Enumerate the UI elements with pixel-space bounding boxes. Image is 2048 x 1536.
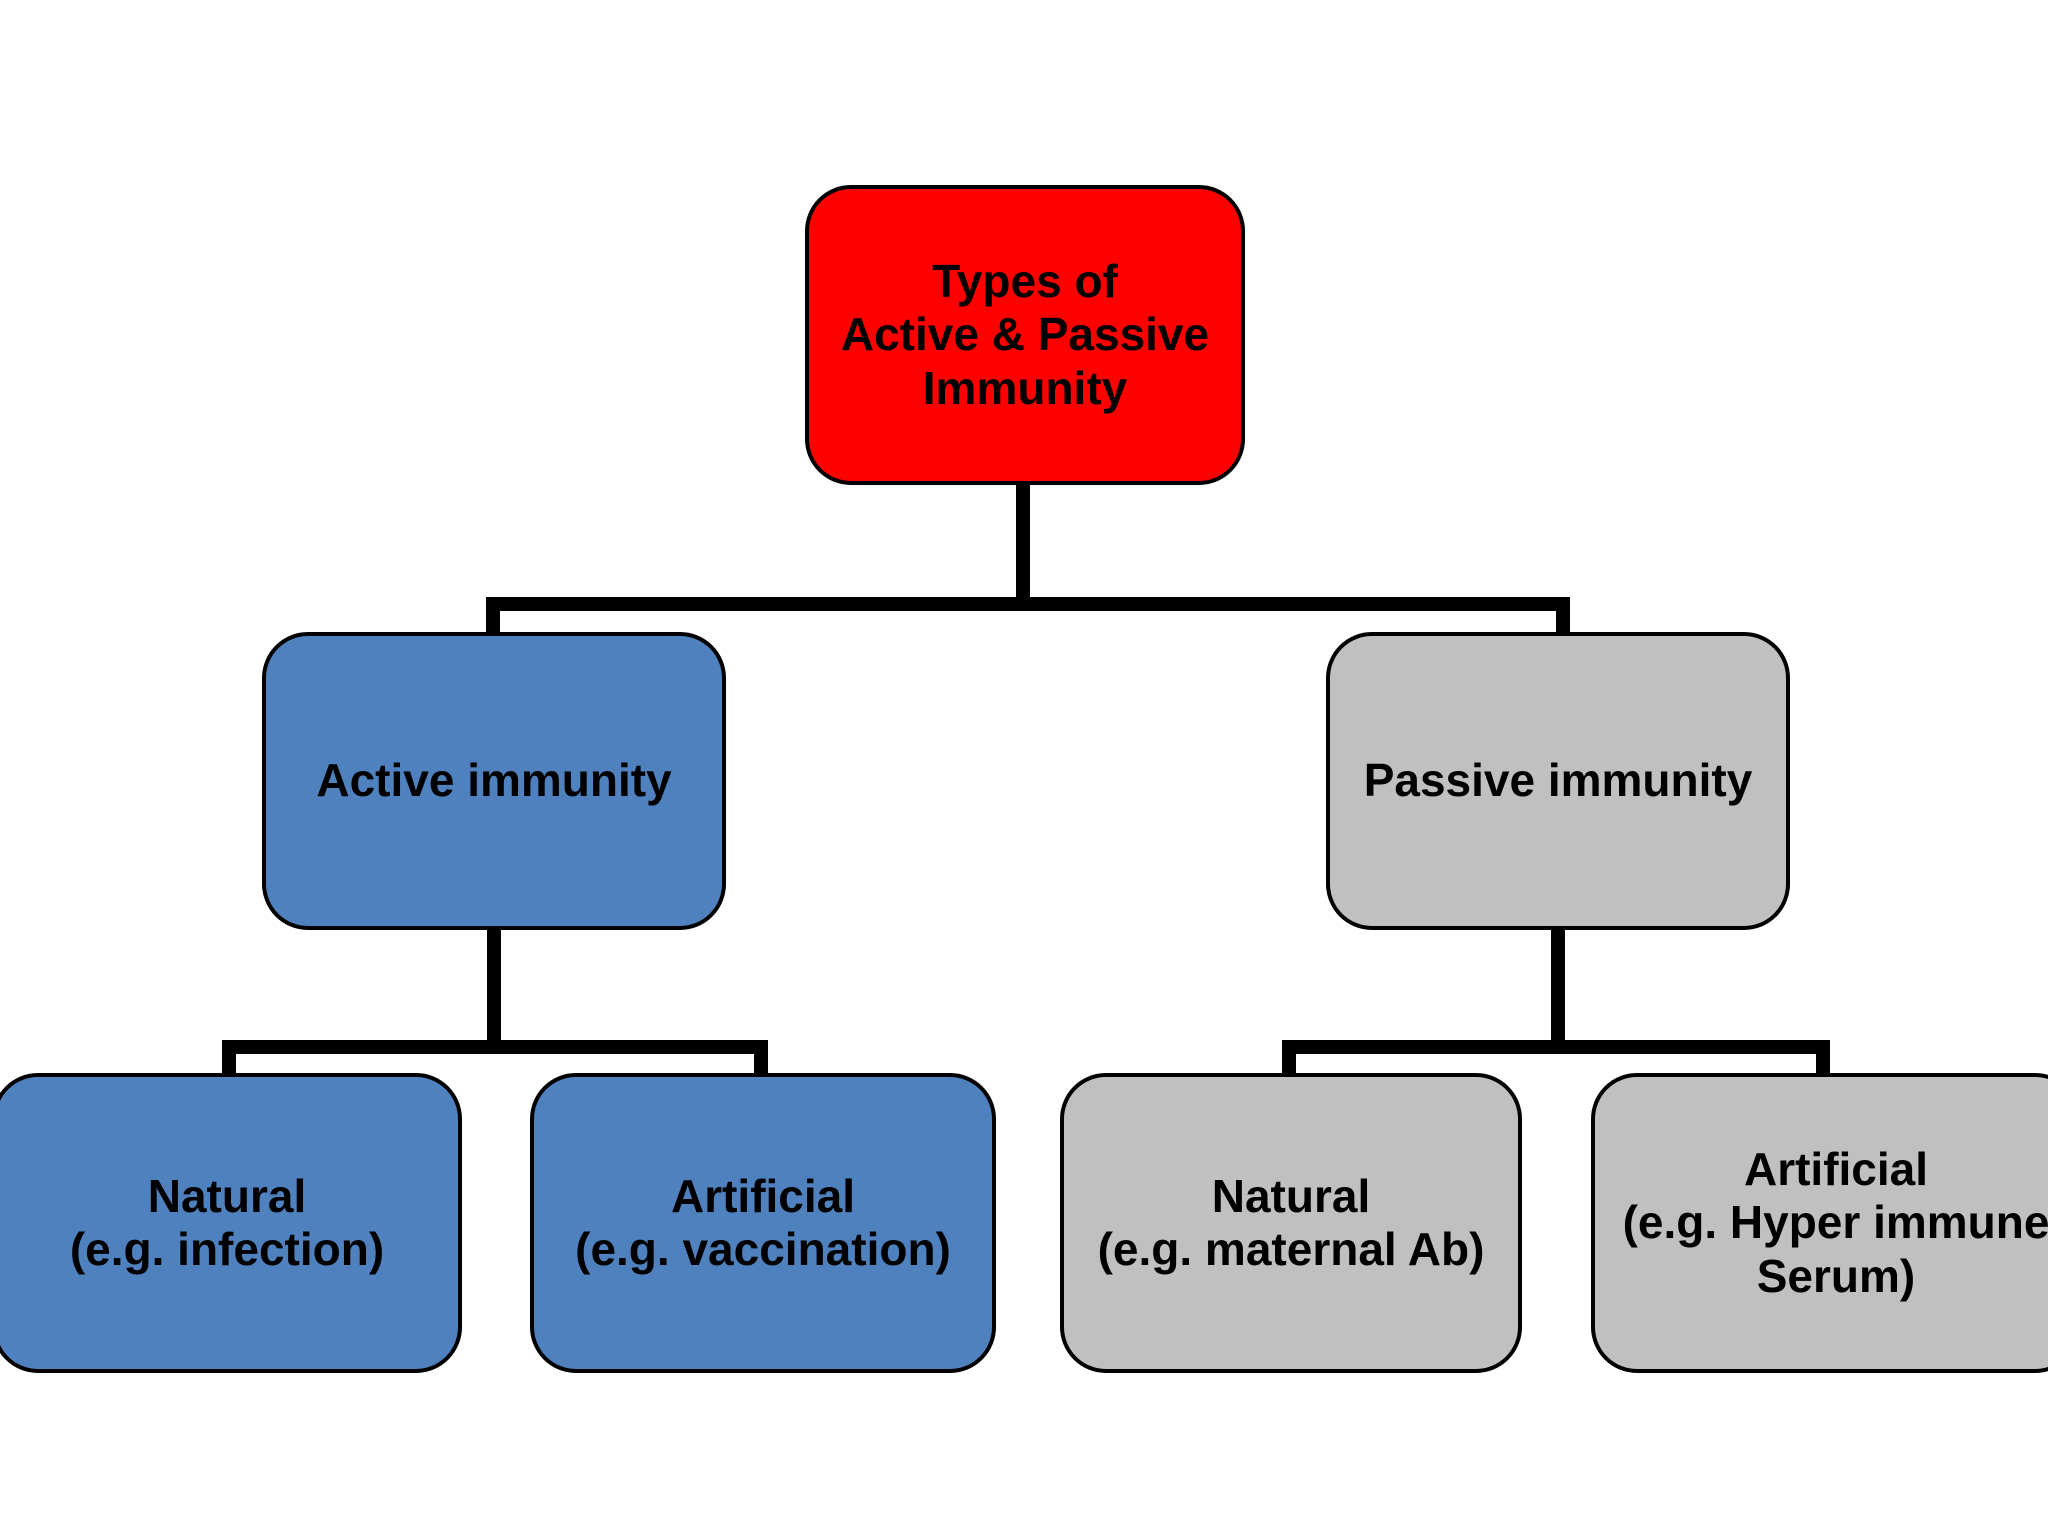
connector-top-right-drop: [1556, 597, 1570, 639]
node-active-natural-label-line2: (e.g. infection): [69, 1223, 385, 1275]
connector-active-stem: [487, 928, 501, 1048]
node-active-immunity-label: Active immunity: [266, 754, 722, 807]
node-root-label-line1: Types of: [932, 254, 1118, 307]
connector-passive-right-drop: [1816, 1040, 1830, 1082]
node-passive-natural-label-line1: Natural: [1211, 1169, 1371, 1222]
connector-active-right-drop: [754, 1040, 768, 1082]
node-active-immunity-label-line1: Active immunity: [316, 754, 672, 807]
node-passive-artificial-label-line1: Artificial: [1743, 1142, 1929, 1195]
connector-top-left-drop: [486, 597, 500, 639]
connector-passive-horizontal-bar: [1282, 1040, 1830, 1054]
node-passive-artificial-label: Artificial (e.g. Hyper immune Serum): [1595, 1143, 2048, 1303]
connector-active-horizontal-bar: [222, 1040, 768, 1054]
node-passive-artificial[interactable]: Artificial (e.g. Hyper immune Serum): [1591, 1073, 2048, 1373]
node-passive-immunity[interactable]: Passive immunity: [1326, 632, 1790, 930]
connector-root-stem: [1016, 484, 1030, 604]
node-passive-natural-label-line2: (e.g. maternal Ab): [1097, 1223, 1485, 1275]
node-passive-immunity-label-line1: Passive immunity: [1363, 754, 1753, 807]
node-passive-natural-label: Natural (e.g. maternal Ab): [1064, 1170, 1518, 1277]
node-root-label-line3: Immunity: [922, 361, 1128, 414]
node-active-natural-label: Natural (e.g. infection): [0, 1170, 458, 1277]
node-active-artificial-label: Artificial (e.g. vaccination): [534, 1170, 992, 1277]
node-passive-immunity-label: Passive immunity: [1330, 754, 1786, 807]
node-active-natural-label-line1: Natural: [147, 1169, 307, 1222]
node-active-artificial-label-line1: Artificial: [670, 1169, 856, 1222]
node-passive-artificial-label-line3: Serum): [1756, 1249, 1916, 1302]
node-root-label: Types of Active & Passive Immunity: [809, 255, 1241, 415]
node-active-artificial[interactable]: Artificial (e.g. vaccination): [530, 1073, 996, 1373]
node-root-types-of-immunity[interactable]: Types of Active & Passive Immunity: [805, 185, 1245, 485]
node-active-artificial-label-line2: (e.g. vaccination): [575, 1223, 951, 1275]
node-passive-artificial-label-line2: (e.g. Hyper immune: [1622, 1196, 2048, 1249]
connector-passive-left-drop: [1282, 1040, 1296, 1082]
node-passive-natural[interactable]: Natural (e.g. maternal Ab): [1060, 1073, 1522, 1373]
node-root-label-line2: Active & Passive: [840, 308, 1210, 361]
connector-top-horizontal-bar: [486, 597, 1570, 611]
connector-passive-stem: [1551, 928, 1565, 1048]
node-active-natural[interactable]: Natural (e.g. infection): [0, 1073, 462, 1373]
node-active-immunity[interactable]: Active immunity: [262, 632, 726, 930]
connector-active-left-drop: [222, 1040, 236, 1082]
